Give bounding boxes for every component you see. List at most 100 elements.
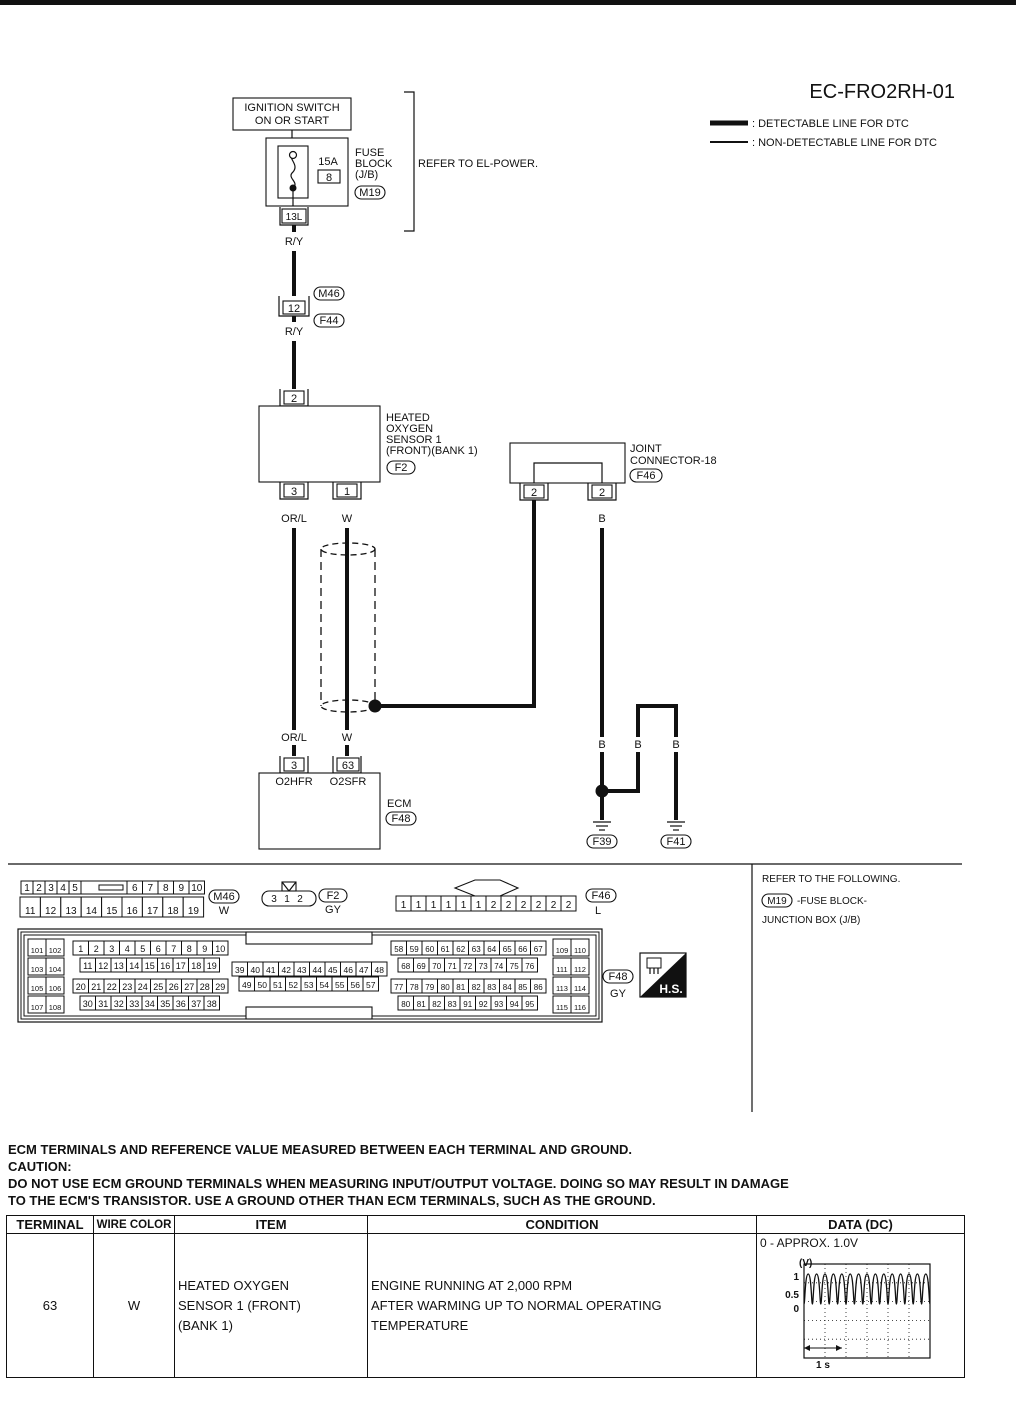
f48-side-right-pin-label: 110 bbox=[574, 946, 586, 955]
ecm-signal-o2hfr: O2HFR bbox=[275, 776, 312, 788]
wire-shield-to-joint bbox=[375, 500, 536, 708]
table-row: 63 W HEATED OXYGEN SENSOR 1 (FRONT) (BAN… bbox=[6, 1233, 965, 1378]
f48-group2-pin-label: 52 bbox=[289, 980, 299, 990]
scope-time-label: 1 s bbox=[816, 1360, 830, 1371]
f46-pin-label: 1 bbox=[461, 900, 467, 911]
ecm-box bbox=[258, 772, 381, 850]
f48-group1-pin-label: 18 bbox=[191, 961, 201, 971]
connector-f2-color: GY bbox=[325, 904, 342, 916]
f48-side-left-pin-label: 108 bbox=[49, 1003, 62, 1012]
f48-side-left-pin-label: 106 bbox=[49, 984, 62, 993]
f48-group2-pin-label: 46 bbox=[344, 965, 354, 975]
wire-color-b-2: B bbox=[598, 739, 605, 751]
f48-group3-pin-label: 59 bbox=[410, 945, 419, 954]
f48-group2-pin-label: 44 bbox=[313, 965, 323, 975]
f48-group3-pin-label: 61 bbox=[441, 945, 450, 954]
f48-group1-pin-label: 29 bbox=[215, 982, 225, 992]
header-data: DATA (DC) bbox=[756, 1215, 965, 1234]
ignition-switch-state: ON OR START bbox=[255, 115, 329, 127]
f48-group1-pin-label: 20 bbox=[76, 982, 86, 992]
m46-pin-label: 6 bbox=[132, 883, 138, 894]
wire-color-orl-1: OR/L bbox=[281, 513, 307, 525]
fuse-refer-label: REFER TO EL-POWER. bbox=[418, 158, 538, 170]
f48-side-right-pin bbox=[570, 976, 590, 995]
hs-label: H.S. bbox=[659, 982, 682, 996]
f48-side-right-pin-label: 115 bbox=[556, 1003, 568, 1012]
fuse-refer-bracket bbox=[404, 91, 415, 232]
f46-pin-label: 2 bbox=[506, 900, 512, 911]
ignition-switch-label: IGNITION SWITCH bbox=[244, 102, 339, 114]
oscilloscope-waveform: (V) 1 0.5 0 1 s bbox=[785, 1258, 931, 1371]
cell-condition: ENGINE RUNNING AT 2,000 RPM AFTER WARMIN… bbox=[367, 1233, 757, 1378]
heated-oxygen-sensor-box bbox=[258, 405, 381, 483]
scope-wave-trace bbox=[803, 1273, 931, 1305]
f46-pin-label: 1 bbox=[431, 900, 437, 911]
f48-group3-pin-label: 60 bbox=[425, 945, 434, 954]
fuse-terminal: 13L bbox=[286, 212, 303, 223]
m46-pin-label: 13 bbox=[65, 906, 77, 917]
f48-group1-pin-label: 35 bbox=[160, 999, 170, 1009]
f48-group3-pin-label: 80 bbox=[441, 983, 450, 992]
m46-pin bbox=[182, 896, 205, 918]
f46-pin-label: 1 bbox=[476, 900, 482, 911]
f48-group2-pin-label: 40 bbox=[251, 965, 261, 975]
header-wire-color: WIRE COLOR bbox=[93, 1215, 175, 1234]
f48-group2-pin-label: 55 bbox=[335, 980, 345, 990]
header-item: ITEM bbox=[174, 1215, 368, 1234]
fuse-block-label-3: (J/B) bbox=[355, 169, 378, 181]
f48-group1-pin-label: 38 bbox=[207, 999, 217, 1009]
sensor-connector: F2 bbox=[395, 462, 408, 474]
f48-group1-pin-label: 8 bbox=[187, 944, 192, 954]
f2-pin-label: 3 bbox=[271, 894, 277, 905]
f48-group1-pin-label: 10 bbox=[215, 944, 225, 954]
f48-group2-pin-label: 48 bbox=[375, 965, 385, 975]
f48-group1-pin-label: 37 bbox=[191, 999, 201, 1009]
m46-pin-label: 2 bbox=[36, 883, 42, 894]
f48-side-right-pin-label: 109 bbox=[556, 946, 569, 955]
m46-pin-label: 16 bbox=[127, 906, 139, 917]
connector-f48-color: GY bbox=[610, 988, 627, 1000]
f48-group1-pin-label: 12 bbox=[98, 961, 108, 971]
f48-group1-pin-label: 11 bbox=[83, 961, 92, 971]
connector-f46-key bbox=[453, 879, 520, 897]
f48-group3-pin-label: 92 bbox=[479, 1000, 488, 1009]
f48-group2-pin-label: 49 bbox=[242, 980, 252, 990]
f48-group2-pin-label: 53 bbox=[304, 980, 314, 990]
f48-group1-pin-label: 2 bbox=[94, 944, 99, 954]
f48-group3-pin-label: 58 bbox=[394, 945, 403, 954]
f48-group1-pin-label: 33 bbox=[129, 999, 139, 1009]
f48-group1-pin-label: 34 bbox=[145, 999, 155, 1009]
fuse-block-label-1: FUSE bbox=[355, 147, 384, 159]
scope-y-05: 0.5 bbox=[785, 1290, 799, 1301]
f48-side-left-pin bbox=[45, 957, 65, 976]
cell-data: 0 - APPROX. 1.0V (V) 1 0.5 0 1 s bbox=[756, 1233, 965, 1378]
f48-group1-pin-label: 24 bbox=[138, 982, 148, 992]
f48-group3-pin-label: 83 bbox=[448, 1000, 457, 1009]
connector-f46-color: L bbox=[595, 905, 601, 917]
diagram-code: EC-FRO2RH-01 bbox=[809, 81, 955, 103]
joint-pin-left: 2 bbox=[531, 487, 537, 499]
f48-group1-pin-label: 19 bbox=[207, 961, 217, 971]
m46-pin-label: 4 bbox=[60, 883, 66, 894]
wire-color-b-4: B bbox=[672, 739, 679, 751]
f48-side-left-pin bbox=[45, 938, 65, 957]
sensor-label-2: OXYGEN bbox=[386, 423, 433, 435]
fuse-amperage: 15A bbox=[318, 156, 338, 168]
f48-group3-pin bbox=[521, 995, 538, 1011]
m46-pin-label: 8 bbox=[163, 883, 169, 894]
f48-side-left-pin-label: 105 bbox=[31, 984, 44, 993]
f48-side-left-pin bbox=[45, 995, 65, 1014]
refer-line-2: -FUSE BLOCK- bbox=[797, 896, 867, 907]
f48-side-left-pin-label: 107 bbox=[31, 1003, 44, 1012]
f48-group3-pin-label: 78 bbox=[410, 983, 419, 992]
f2-pin-label: 2 bbox=[297, 894, 303, 905]
f48-group3-pin-label: 65 bbox=[503, 945, 512, 954]
f48-group3-pin-label: 82 bbox=[472, 983, 481, 992]
f48-group1-pin-label: 27 bbox=[184, 982, 194, 992]
f48-group1-pin-label: 3 bbox=[109, 944, 114, 954]
fuse-block-label-2: BLOCK bbox=[355, 158, 393, 170]
f48-group1-pin-label: 6 bbox=[156, 944, 161, 954]
m46-pin-label: 11 bbox=[25, 906, 36, 917]
